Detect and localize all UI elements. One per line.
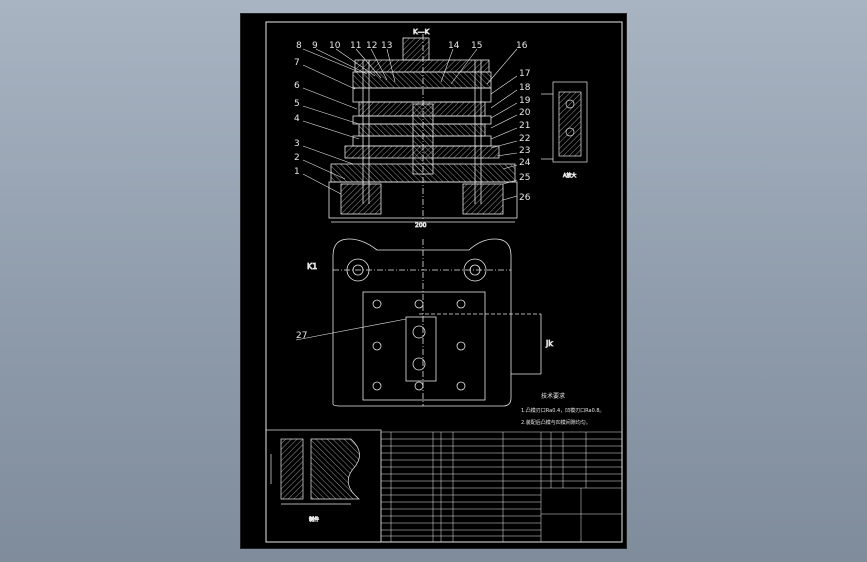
callout-10: 10 <box>329 41 341 51</box>
tech-req-2: 2.装配后凸模与凹模间隙均匀。 <box>521 419 591 426</box>
detail-label: A放大 <box>563 172 576 179</box>
callout-26: 26 <box>519 193 531 203</box>
callout-24: 24 <box>519 158 531 168</box>
callout-23: 23 <box>519 146 530 156</box>
callout-14: 14 <box>448 41 460 51</box>
callout-25: 25 <box>519 173 530 183</box>
callout-3: 3 <box>294 139 300 149</box>
callout-18: 18 <box>519 83 531 93</box>
callout-7: 7 <box>294 58 300 68</box>
tech-req-title: 技术要求 <box>541 392 565 400</box>
callout-9: 9 <box>312 41 318 51</box>
cad-drawing: K—K 200 <box>265 21 623 543</box>
callout-6: 6 <box>294 81 300 91</box>
section-view: K—K 200 <box>328 28 518 229</box>
section-title: K—K <box>413 28 430 36</box>
callout-numbers: 1 2 3 4 5 6 7 8 9 10 11 12 13 14 15 16 1… <box>294 41 531 341</box>
dim-width: 200 <box>415 222 427 229</box>
section-mark: K1 <box>307 262 317 271</box>
callout-21: 21 <box>519 121 530 131</box>
callout-11: 11 <box>350 41 361 51</box>
drawing-sheet: K—K 200 <box>240 13 627 549</box>
plan-view: K1 jk <box>307 238 554 407</box>
callout-4: 4 <box>294 114 300 124</box>
part-view-label: 制件 <box>309 516 319 523</box>
callout-16: 16 <box>516 41 528 51</box>
callout-19: 19 <box>519 96 531 106</box>
tech-requirements: 技术要求 1.凸模刃口Ra0.4，凹模刃口Ra0.8。 2.装配后凸模与凹模间隙… <box>521 392 605 426</box>
callout-17: 17 <box>519 69 530 79</box>
callout-13: 13 <box>381 41 392 51</box>
arrow-label: jk <box>545 339 553 348</box>
detail-a-view: A放大 <box>541 81 588 179</box>
callout-15: 15 <box>471 41 482 51</box>
callout-leaders <box>295 48 518 341</box>
callout-1: 1 <box>294 167 300 177</box>
callout-27: 27 <box>296 331 307 341</box>
callout-12: 12 <box>366 41 377 51</box>
callout-2: 2 <box>294 153 300 163</box>
callout-22: 22 <box>519 134 530 144</box>
callout-20: 20 <box>519 108 531 118</box>
part-view: 制件 <box>265 429 382 543</box>
title-block <box>380 431 623 543</box>
callout-5: 5 <box>294 99 300 109</box>
callout-8: 8 <box>296 41 302 51</box>
tech-req-1: 1.凸模刃口Ra0.4，凹模刃口Ra0.8。 <box>521 407 605 414</box>
